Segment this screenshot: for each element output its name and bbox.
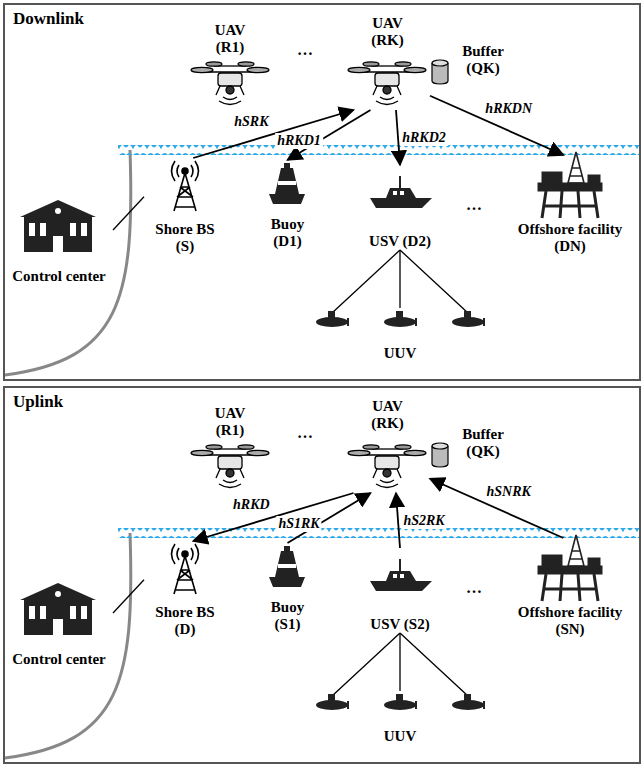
device-node: Control center bbox=[5, 568, 113, 668]
node-label: Offshore facility (DN) bbox=[506, 221, 634, 256]
ellipsis-mark: … bbox=[297, 41, 313, 59]
channel-label: hS1RK bbox=[276, 516, 321, 532]
device-node: UAV (RK)Buffer (QK) bbox=[345, 15, 430, 110]
base-station-icon bbox=[172, 544, 199, 594]
ellipsis-mark: … bbox=[466, 579, 482, 597]
platform-icon bbox=[538, 535, 602, 601]
usv-icon bbox=[370, 559, 432, 591]
link-line bbox=[399, 633, 400, 691]
device-node: UUV bbox=[340, 308, 460, 362]
device-node: Control center bbox=[5, 185, 113, 285]
channel-arrow bbox=[430, 479, 563, 538]
node-label: UUV bbox=[384, 728, 417, 745]
node-label: Control center bbox=[12, 268, 105, 285]
channel-label: hRKDN bbox=[483, 101, 534, 117]
uuv-icon bbox=[384, 311, 416, 327]
node-label: Offshore facility (SN) bbox=[506, 604, 634, 639]
ellipsis-mark: … bbox=[466, 196, 482, 214]
link-line bbox=[113, 197, 144, 230]
building-icon bbox=[20, 583, 96, 635]
node-label: USV (D2) bbox=[367, 233, 433, 250]
device-node: USV (S2) bbox=[365, 548, 435, 633]
uav-icon bbox=[191, 445, 269, 488]
channel-label: hRKD1 bbox=[275, 133, 323, 149]
device-node: Offshore facility (DN) bbox=[504, 155, 636, 255]
sea-surface bbox=[118, 145, 641, 155]
device-node: USV (D2) bbox=[365, 165, 435, 250]
device-node: Buoy (D1) bbox=[255, 160, 321, 250]
coastline bbox=[5, 533, 131, 758]
channel-label: hRKD bbox=[231, 497, 272, 513]
link-line bbox=[113, 580, 144, 613]
node-label: UAV (R1) bbox=[200, 22, 260, 57]
uuv-icon bbox=[316, 694, 348, 710]
channel-label: hS2RK bbox=[401, 513, 446, 529]
device-node: Offshore facility (SN) bbox=[504, 538, 636, 638]
coastline bbox=[5, 150, 131, 375]
node-label: Control center bbox=[12, 651, 105, 668]
buffer-icon bbox=[432, 60, 448, 84]
buffer-icon bbox=[432, 443, 448, 467]
node-label: UAV (RK) bbox=[358, 398, 418, 433]
device-node: Shore BS (S) bbox=[144, 158, 226, 255]
uuv-link bbox=[332, 250, 468, 313]
channel-label: hRKD2 bbox=[400, 130, 448, 146]
node-label: Shore BS (D) bbox=[146, 604, 224, 639]
uuv-icon bbox=[316, 311, 348, 327]
channel-arrow bbox=[430, 96, 563, 155]
node-label: USV (S2) bbox=[367, 616, 433, 633]
node-label: UAV (RK) bbox=[358, 15, 418, 50]
uuv-icon bbox=[384, 694, 416, 710]
node-label: Buoy (S1) bbox=[257, 599, 319, 634]
sea-surface bbox=[118, 528, 641, 538]
device-node: UAV (R1) bbox=[195, 405, 265, 487]
node-label: UAV (R1) bbox=[200, 405, 260, 440]
device-node: Shore BS (D) bbox=[144, 541, 226, 638]
node-label: UUV bbox=[384, 345, 417, 362]
uuv-icon bbox=[452, 694, 484, 710]
uuv-icon bbox=[452, 311, 484, 327]
downlink-illustration bbox=[5, 60, 641, 375]
uav-icon bbox=[191, 62, 269, 105]
panel-frame: UplinkUAV (R1)UAV (RK)Buffer (QK)Shore B… bbox=[3, 386, 641, 764]
device-node: UAV (RK)Buffer (QK) bbox=[345, 398, 430, 493]
device-node: Buoy (S1) bbox=[255, 543, 321, 633]
usv-icon bbox=[370, 176, 432, 208]
uav-icon bbox=[348, 62, 426, 105]
channel-label: hSNRK bbox=[485, 484, 533, 500]
channel-arrow bbox=[396, 493, 400, 548]
buoy-icon bbox=[269, 163, 305, 204]
node-label: Buffer (QK) bbox=[452, 43, 514, 78]
panel-title: Downlink bbox=[13, 9, 84, 29]
device-node: UUV bbox=[340, 691, 460, 745]
ellipsis-mark: … bbox=[297, 424, 313, 442]
node-label: Buoy (D1) bbox=[257, 216, 319, 251]
uav-icon bbox=[348, 445, 426, 488]
node-label: Shore BS (S) bbox=[146, 221, 224, 256]
buoy-icon bbox=[269, 546, 305, 587]
panel-title: Uplink bbox=[13, 392, 63, 412]
device-node: UAV (R1) bbox=[195, 22, 265, 104]
panel-frame: DownlinkUAV (R1)UAV (RK)Buffer (QK)Shore… bbox=[3, 3, 641, 381]
uplink-illustration bbox=[5, 443, 641, 758]
building-icon bbox=[20, 200, 96, 252]
link-line bbox=[399, 250, 400, 308]
channel-label: hSRK bbox=[232, 114, 270, 130]
node-label: Buffer (QK) bbox=[452, 426, 514, 461]
base-station-icon bbox=[172, 161, 199, 211]
platform-icon bbox=[538, 152, 602, 218]
uuv-link bbox=[332, 633, 468, 696]
